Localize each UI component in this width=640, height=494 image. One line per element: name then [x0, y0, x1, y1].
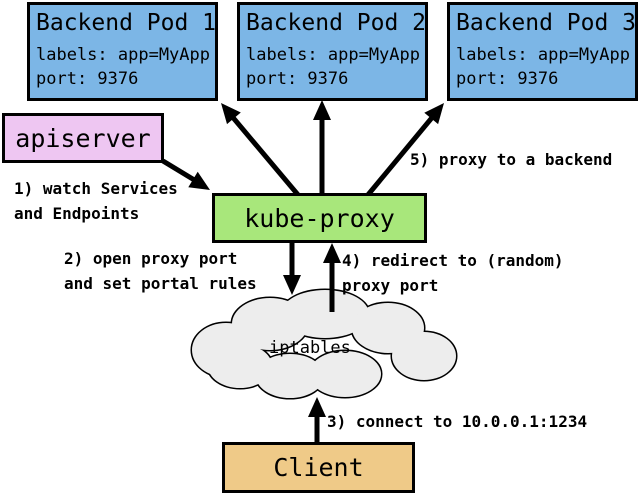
- arrowhead-client-to-iptables: [308, 397, 326, 417]
- client-box: Client: [222, 442, 415, 493]
- annotation-step5-line1: 5) proxy to a backend: [410, 150, 613, 169]
- backend-pod-1-port: port: 9376: [36, 69, 139, 89]
- backend-pod-1-title: Backend Pod 1: [36, 10, 217, 36]
- backend-pod-1-box: Backend Pod 1 labels: app=MyApp port: 93…: [27, 2, 218, 101]
- backend-pod-3-title: Backend Pod 3: [456, 10, 637, 36]
- annotation-step2-line2: and set portal rules: [64, 274, 257, 293]
- annotation-step5: 5) proxy to a backend: [410, 147, 612, 172]
- arrowhead-kubeproxy-to-pod1: [221, 103, 241, 125]
- arrowhead-kubeproxy-to-iptables: [283, 275, 301, 295]
- kube-proxy-box: kube-proxy: [212, 193, 427, 243]
- backend-pod-3-labels: labels: app=MyApp: [456, 45, 630, 65]
- arrow-apiserver-to-kubeproxy: [161, 158, 198, 184]
- apiserver-box: apiserver: [2, 113, 164, 163]
- client-label: Client: [273, 453, 364, 482]
- backend-pod-3-port: port: 9376: [456, 69, 559, 89]
- annotation-step3-line1: 3) connect to 10.0.0.1:1234: [327, 412, 588, 431]
- backend-pod-2-labels: labels: app=MyApp: [246, 45, 420, 65]
- apiserver-label: apiserver: [15, 123, 151, 153]
- iptables-label: iptables: [269, 338, 351, 358]
- annotation-step1-line2: and Endpoints: [14, 204, 140, 223]
- arrow-kubeproxy-to-pod3: [365, 112, 437, 198]
- annotation-step2-line1: 2) open proxy port: [64, 249, 238, 268]
- annotation-step1-line1: 1) watch Services: [14, 179, 178, 198]
- backend-pod-2-box: Backend Pod 2 labels: app=MyApp port: 93…: [237, 2, 428, 101]
- arrow-kubeproxy-to-pod1: [228, 112, 301, 198]
- annotation-step4-line1: 4) redirect to (random): [342, 251, 564, 270]
- arrowhead-iptables-to-kubeproxy: [323, 243, 341, 263]
- annotation-step4: 4) redirect to (random) proxy port: [342, 248, 564, 298]
- backend-pod-3-box: Backend Pod 3 labels: app=MyApp port: 93…: [447, 2, 638, 101]
- annotation-step4-line2: proxy port: [342, 276, 439, 295]
- arrowhead-kubeproxy-to-pod3: [424, 103, 444, 125]
- annotation-step3: 3) connect to 10.0.0.1:1234: [327, 409, 587, 434]
- arrowhead-apiserver-to-kubeproxy: [188, 171, 210, 190]
- backend-pod-2-port: port: 9376: [246, 69, 349, 89]
- arrowhead-kubeproxy-to-pod2: [313, 100, 331, 120]
- annotation-step2: 2) open proxy port and set portal rules: [64, 246, 257, 296]
- backend-pod-1-labels: labels: app=MyApp: [36, 45, 210, 65]
- kube-proxy-label: kube-proxy: [244, 203, 395, 233]
- backend-pod-2-title: Backend Pod 2: [246, 10, 427, 36]
- annotation-step1: 1) watch Services and Endpoints: [14, 176, 178, 226]
- iptables-cloud-fill: [192, 290, 456, 398]
